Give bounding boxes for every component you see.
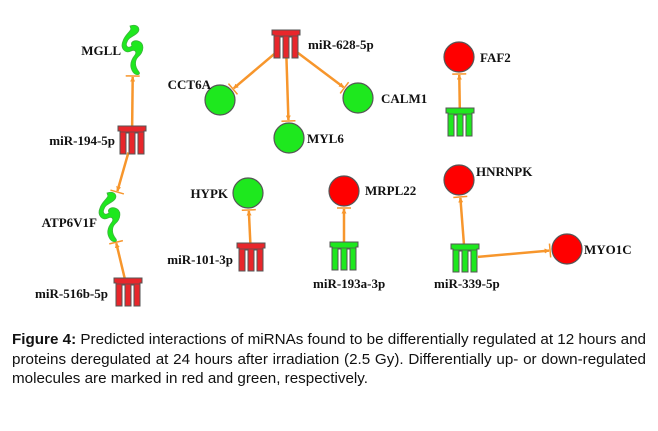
- node-label-miR-516b-5p: miR-516b-5p: [35, 286, 108, 301]
- caption-label: Figure 4:: [12, 331, 77, 348]
- edge-target-bar: [227, 83, 239, 95]
- node-label-HYPK: HYPK: [190, 186, 228, 201]
- node-label-miR-101-3p: miR-101-3p: [167, 252, 233, 267]
- edge-miR-194-5p-MGLL: [130, 76, 136, 128]
- edge-target-bar: [241, 208, 256, 212]
- enzyme-node-ATP6V1F[interactable]: [98, 191, 121, 243]
- mirna-node-miR-339-5p[interactable]: [450, 243, 480, 273]
- edge-target-bar: [548, 243, 552, 258]
- enzyme-glyph-icon: [121, 24, 144, 76]
- mirna-node-miR-101-3p[interactable]: [236, 242, 266, 272]
- node-label-MYL6: MYL6: [307, 131, 344, 146]
- mirna-glyph-icon: [445, 107, 475, 137]
- edge-miR-FAF2-FAF2: [456, 74, 462, 110]
- node-label-FAF2: FAF2: [480, 50, 511, 65]
- node-label-MGLL: MGLL: [81, 43, 121, 58]
- mirna-glyph-icon: [450, 243, 480, 273]
- figure-caption: Figure 4: Predicted interactions of miRN…: [12, 330, 646, 389]
- node-label-CCT6A: CCT6A: [168, 77, 212, 92]
- node-label-miR-628-5p: miR-628-5p: [308, 37, 374, 52]
- mirna-node-miR-194-5p[interactable]: [117, 125, 147, 155]
- mirna-node-miR-FAF2[interactable]: [445, 107, 475, 137]
- edge-miR-101-3p-HYPK: [246, 210, 252, 245]
- edge-target-bar: [453, 195, 468, 199]
- mirna-node-miR-628-5p[interactable]: [271, 29, 301, 59]
- node-label-ATP6V1F: ATP6V1F: [42, 215, 97, 230]
- edge-miR-628-5p-CALM1: [295, 50, 345, 89]
- enzyme-glyph-icon: [98, 191, 121, 243]
- protein-node-CALM1[interactable]: [342, 82, 374, 114]
- node-label-HNRNPK: HNRNPK: [476, 164, 533, 179]
- edge-target-bar: [339, 81, 350, 94]
- edge-miR-194-5p-ATP6V1F: [116, 152, 130, 192]
- protein-node-CCT6A[interactable]: [204, 84, 236, 116]
- edge-miR-339-5p-HNRNPK: [458, 197, 466, 246]
- mirna-node-miR-193a-3p[interactable]: [329, 241, 359, 271]
- mirna-glyph-icon: [236, 242, 266, 272]
- protein-node-MYL6[interactable]: [273, 122, 305, 154]
- enzyme-node-MGLL[interactable]: [121, 24, 144, 76]
- protein-node-MRPL22[interactable]: [328, 175, 360, 207]
- edge-target-bar: [109, 239, 124, 245]
- protein-node-HYPK[interactable]: [232, 177, 264, 209]
- edge-miR-339-5p-MYO1C: [477, 248, 550, 259]
- edge-target-bar: [110, 189, 125, 195]
- mirna-glyph-icon: [113, 277, 143, 307]
- caption-text: Predicted interactions of miRNAs found t…: [12, 331, 646, 387]
- mirna-glyph-icon: [117, 125, 147, 155]
- edge-miR-628-5p-MYL6: [285, 56, 291, 121]
- edge-miR-628-5p-CCT6A: [232, 51, 277, 90]
- edge-miR-516b-5p-ATP6V1F: [114, 242, 127, 280]
- protein-node-HNRNPK[interactable]: [443, 164, 475, 196]
- protein-node-MYO1C[interactable]: [551, 233, 583, 265]
- mirna-node-miR-516b-5p[interactable]: [113, 277, 143, 307]
- node-label-miR-193a-3p: miR-193a-3p: [313, 276, 385, 291]
- node-label-CALM1: CALM1: [381, 91, 427, 106]
- node-label-miR-194-5p: miR-194-5p: [49, 133, 115, 148]
- mirna-glyph-icon: [271, 29, 301, 59]
- node-label-MYO1C: MYO1C: [584, 242, 632, 257]
- protein-node-FAF2[interactable]: [443, 41, 475, 73]
- node-label-miR-339-5p: miR-339-5p: [434, 276, 500, 291]
- node-label-MRPL22: MRPL22: [365, 183, 416, 198]
- mirna-glyph-icon: [329, 241, 359, 271]
